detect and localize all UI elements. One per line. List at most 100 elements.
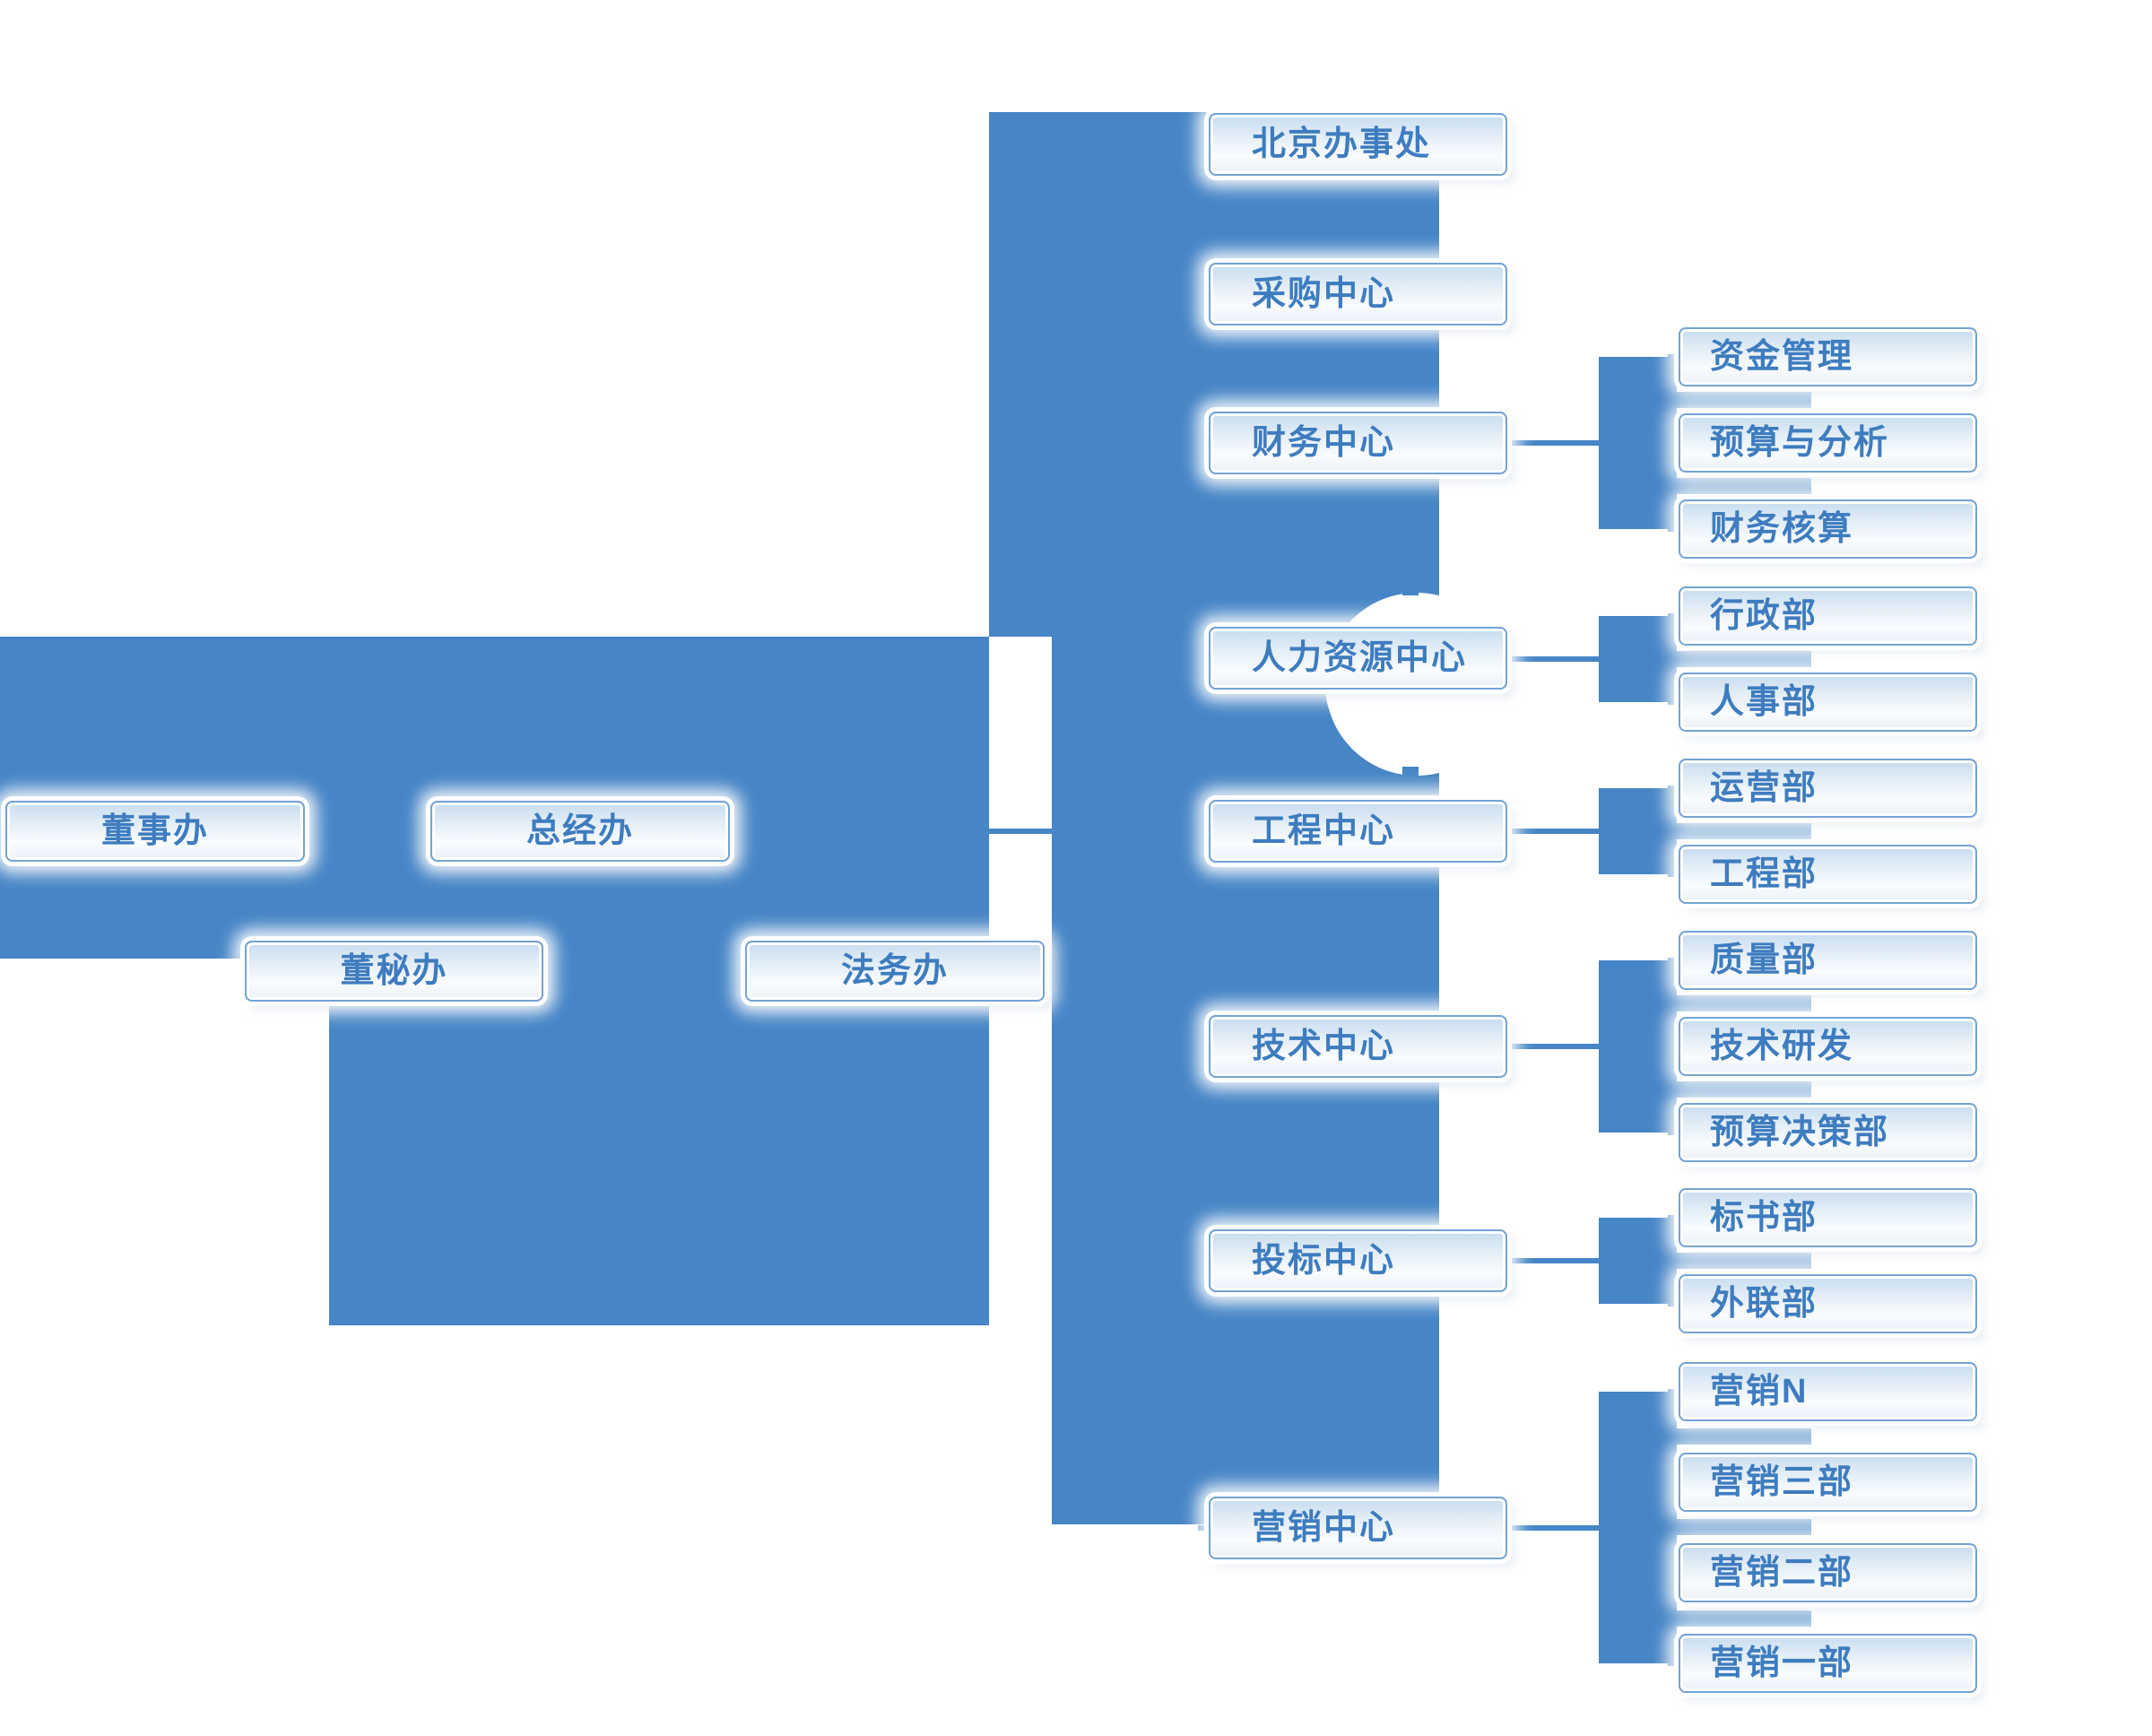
dept-box-tick [1668,1661,1679,1666]
dept-box-tick [1668,440,1679,446]
org-node-label: 董事办 [100,812,209,850]
org-node-bid-document-dept[interactable]: 标书部 [1679,1188,1977,1247]
marketing-group-bar [1599,1392,1677,1663]
org-node-engineering-dept[interactable]: 工程部 [1679,845,1977,904]
org-node-finance-center[interactable]: 财务中心 [1209,412,1507,474]
hr-group-bar [1599,616,1677,702]
org-node-label: 人力资源中心 [1252,639,1468,677]
spine-box-tick [1198,440,1209,446]
org-node-label: 投标中心 [1252,1242,1396,1280]
org-node-label: 人事部 [1710,683,1818,721]
dept-box-tick [1668,958,1679,963]
org-node-label: 北京办事处 [1252,126,1432,163]
dept-box-tick [1668,1301,1679,1306]
dept-box-tick [1668,699,1679,705]
left-box-tick [305,829,316,834]
dept-strip [1677,1081,1811,1098]
org-node-technology-center[interactable]: 技术中心 [1209,1015,1507,1078]
left-to-spine-connector-line [989,829,1052,834]
dept-strip [1677,478,1811,494]
engineering-group-bar [1599,788,1677,874]
org-node-label: 工程中心 [1252,812,1396,850]
technology-connector-line [1509,1044,1599,1049]
org-node-board-secretary-office[interactable]: 董秘办 [245,941,543,1002]
bidding-group-bar [1599,1218,1677,1304]
spine-box-tick [1198,142,1209,147]
org-node-quality-dept[interactable]: 质量部 [1679,931,1977,990]
org-node-operations-dept[interactable]: 运营部 [1679,759,1977,818]
dept-strip [1677,1428,1811,1445]
org-node-bidding-center[interactable]: 投标中心 [1209,1229,1507,1292]
spine-box-tick [1198,1044,1209,1049]
org-node-label: 营销中心 [1252,1509,1396,1547]
dept-strip [1677,995,1811,1011]
org-node-label: 采购中心 [1252,275,1396,313]
org-node-label: 行政部 [1710,597,1818,635]
org-node-label: 资金管理 [1710,338,1854,376]
dept-strip [1677,1253,1811,1269]
org-node-marketing-n[interactable]: 营销N [1679,1362,1977,1421]
org-node-beijing-office[interactable]: 北京办事处 [1209,113,1507,176]
org-node-label: 预算与分析 [1710,424,1890,462]
spine-box-tick [1198,291,1209,297]
dept-box-tick [1668,1570,1679,1575]
org-node-label: 营销N [1710,1373,1809,1410]
org-node-budget-analysis[interactable]: 预算与分析 [1679,413,1977,473]
org-node-label: 质量部 [1710,942,1818,979]
spine-box-tick [1198,829,1209,834]
dept-box-tick [1668,354,1679,360]
spine-box-tick [1198,655,1209,661]
org-node-marketing-1[interactable]: 营销一部 [1679,1634,1977,1693]
org-node-gm-office[interactable]: 总经办 [430,801,730,862]
org-node-label: 营销三部 [1710,1463,1854,1501]
org-node-fund-management[interactable]: 资金管理 [1679,327,1977,386]
org-node-external-relations-dept[interactable]: 外联部 [1679,1274,1977,1333]
dept-box-tick [1668,872,1679,877]
spine-column-wide-block [989,112,1439,637]
dept-strip [1677,392,1811,408]
dept-box-tick [1668,613,1679,619]
org-node-label: 工程部 [1710,855,1818,893]
dept-box-tick [1668,1389,1679,1394]
dept-box-tick [1668,1044,1679,1049]
org-node-label: 标书部 [1710,1199,1818,1237]
org-node-label: 技术研发 [1710,1028,1854,1065]
dept-strip [1677,1610,1811,1627]
marketing-connector-line [1509,1525,1599,1531]
org-node-label: 预算决策部 [1710,1114,1890,1151]
org-node-marketing-2[interactable]: 营销二部 [1679,1543,1977,1602]
org-node-admin-dept[interactable]: 行政部 [1679,586,1977,646]
org-node-financial-accounting[interactable]: 财务核算 [1679,499,1977,559]
cycle-arc-tab-bottom [1402,767,1419,785]
org-node-label: 财务中心 [1252,424,1396,462]
org-node-label: 运营部 [1710,769,1818,807]
dept-box-tick [1668,1130,1679,1135]
cycle-arc-tab-top [1402,586,1419,595]
dept-box-tick [1668,786,1679,791]
technology-group-bar [1599,960,1677,1133]
engineering-connector-line [1509,829,1599,834]
org-node-marketing-3[interactable]: 营销三部 [1679,1453,1977,1512]
org-node-personnel-dept[interactable]: 人事部 [1679,673,1977,732]
org-node-hr-center[interactable]: 人力资源中心 [1209,627,1507,690]
cycle-arc [1311,707,1410,794]
dept-box-tick [1668,1480,1679,1485]
finance-group-bar [1599,357,1677,529]
org-node-legal-office[interactable]: 法务办 [745,941,1045,1002]
org-node-board-office[interactable]: 董事办 [5,801,305,862]
org-node-label: 营销一部 [1710,1645,1854,1682]
org-node-label: 法务办 [840,952,949,990]
org-node-tech-rnd-dept[interactable]: 技术研发 [1679,1017,1977,1076]
org-node-procurement-center[interactable]: 采购中心 [1209,263,1507,326]
left-box-tick [730,829,741,834]
bidding-connector-line [1509,1258,1599,1263]
org-node-marketing-center[interactable]: 营销中心 [1209,1497,1507,1559]
left-box-tick [892,933,898,941]
dept-box-tick [1668,1215,1679,1220]
org-node-budget-decision-dept[interactable]: 预算决策部 [1679,1103,1977,1162]
left-box-tick [391,933,396,941]
spine-box-tick [1198,1525,1209,1531]
dept-strip [1677,1519,1811,1535]
org-node-label: 技术中心 [1252,1028,1396,1065]
org-node-engineering-center[interactable]: 工程中心 [1209,800,1507,863]
